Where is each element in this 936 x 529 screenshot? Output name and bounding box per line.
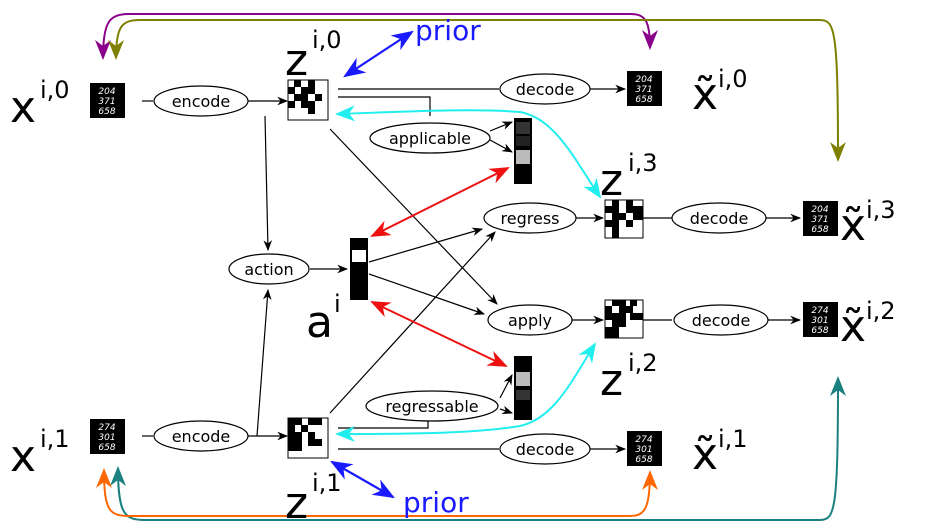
svg-text:371: 371 bbox=[635, 85, 652, 95]
orange-reconstruction-loop bbox=[96, 468, 658, 517]
label-z-i3: z bbox=[600, 155, 623, 206]
label-xt-i3-sup: i,3 bbox=[866, 196, 896, 224]
svg-text:658: 658 bbox=[635, 455, 652, 465]
latent-patch-z-i2 bbox=[604, 299, 644, 339]
encode-top-label: encode bbox=[172, 92, 231, 111]
svg-text:658: 658 bbox=[98, 107, 115, 117]
label-z-i3-sup: i,3 bbox=[628, 149, 658, 177]
output-image-xt-i1: 274 301 658 bbox=[627, 431, 662, 466]
cyan-arrow-z3 bbox=[335, 105, 602, 199]
svg-text:301: 301 bbox=[635, 445, 652, 455]
apply-node bbox=[487, 304, 573, 336]
label-x-i1: x bbox=[10, 431, 36, 482]
teal-reconstruction-loop bbox=[110, 376, 846, 521]
label-z-i2: z bbox=[600, 355, 623, 406]
decode-3-node bbox=[671, 202, 767, 234]
label-z-i0: z bbox=[285, 35, 308, 86]
svg-text:204: 204 bbox=[98, 87, 115, 97]
label-xt-i1-sup: i,1 bbox=[718, 425, 748, 453]
latent-patch-z-i0 bbox=[287, 79, 329, 121]
label-z-i2-sup: i,2 bbox=[628, 349, 658, 377]
svg-text:371: 371 bbox=[98, 97, 115, 107]
regress-label: regress bbox=[501, 209, 560, 228]
decode-1-label: decode bbox=[516, 440, 575, 459]
label-a-i: a bbox=[306, 297, 333, 348]
prior-top-label: prior bbox=[415, 14, 481, 47]
prior-bottom-label: prior bbox=[403, 486, 469, 519]
svg-text:658: 658 bbox=[811, 225, 828, 235]
input-image-x-i1: 274 301 658 bbox=[90, 419, 125, 454]
apply-label: apply bbox=[508, 311, 552, 330]
label-xt-i3: x̃ bbox=[840, 200, 866, 251]
encode-bottom-label: encode bbox=[172, 427, 231, 446]
applicable-vector bbox=[514, 118, 532, 184]
decode-2-label: decode bbox=[692, 311, 751, 330]
decode-0-label: decode bbox=[516, 80, 575, 99]
applicable-label: applicable bbox=[389, 129, 471, 148]
regressable-node bbox=[365, 390, 499, 422]
label-x-i1-sup: i,1 bbox=[40, 425, 70, 453]
svg-text:301: 301 bbox=[98, 433, 115, 443]
regressable-vector bbox=[514, 356, 532, 420]
svg-text:658: 658 bbox=[635, 95, 652, 105]
input-image-x-i0: 204 371 658 bbox=[90, 83, 125, 118]
label-a-i-sup: i bbox=[334, 290, 341, 318]
action-vector-a-i bbox=[350, 238, 368, 300]
purple-reconstruction-loop bbox=[95, 13, 658, 60]
svg-text:658: 658 bbox=[98, 443, 115, 453]
prior-bottom-arrow bbox=[330, 460, 395, 499]
red-arrow-applicable bbox=[370, 167, 510, 237]
regress-node bbox=[483, 202, 577, 234]
output-image-xt-i3: 204 371 658 bbox=[803, 201, 838, 236]
decode-2-node bbox=[673, 304, 769, 336]
encode-bottom-node bbox=[153, 420, 249, 452]
encode-top-node bbox=[153, 85, 249, 117]
label-z-i0-sup: i,0 bbox=[312, 26, 342, 54]
olive-reconstruction-loop bbox=[108, 19, 846, 162]
decode-1-node bbox=[499, 433, 591, 465]
svg-text:301: 301 bbox=[811, 316, 828, 326]
latent-patch-z-i3 bbox=[604, 199, 644, 239]
svg-text:274: 274 bbox=[98, 423, 115, 433]
label-x-i0-sup: i,0 bbox=[40, 76, 70, 104]
decode-0-node bbox=[499, 73, 591, 105]
regressable-label: regressable bbox=[385, 397, 478, 416]
applicable-node bbox=[369, 122, 491, 154]
red-arrow-regressable bbox=[370, 301, 508, 367]
label-xt-i0: x̃ bbox=[692, 69, 718, 120]
label-x-i0: x bbox=[10, 82, 36, 133]
svg-text:274: 274 bbox=[635, 435, 652, 445]
label-xt-i2: x̃ bbox=[840, 301, 866, 352]
action-label: action bbox=[244, 260, 293, 279]
label-xt-i2-sup: i,2 bbox=[866, 297, 896, 325]
output-image-xt-i2: 274 301 658 bbox=[803, 302, 838, 337]
prior-top-arrow bbox=[343, 30, 414, 78]
label-xt-i1: x̃ bbox=[692, 429, 718, 480]
svg-text:204: 204 bbox=[811, 205, 828, 215]
label-z-i1: z bbox=[285, 478, 308, 529]
decode-3-label: decode bbox=[690, 209, 749, 228]
svg-text:204: 204 bbox=[635, 75, 652, 85]
latent-patch-z-i1 bbox=[287, 417, 329, 459]
action-node bbox=[228, 253, 310, 285]
svg-text:274: 274 bbox=[811, 306, 828, 316]
output-image-xt-i0: 204 371 658 bbox=[627, 71, 662, 106]
cyan-arrow-z2 bbox=[335, 342, 597, 442]
svg-text:371: 371 bbox=[811, 215, 828, 225]
svg-text:658: 658 bbox=[811, 326, 828, 336]
label-xt-i0-sup: i,0 bbox=[718, 65, 748, 93]
label-z-i1-sup: i,1 bbox=[312, 469, 342, 497]
